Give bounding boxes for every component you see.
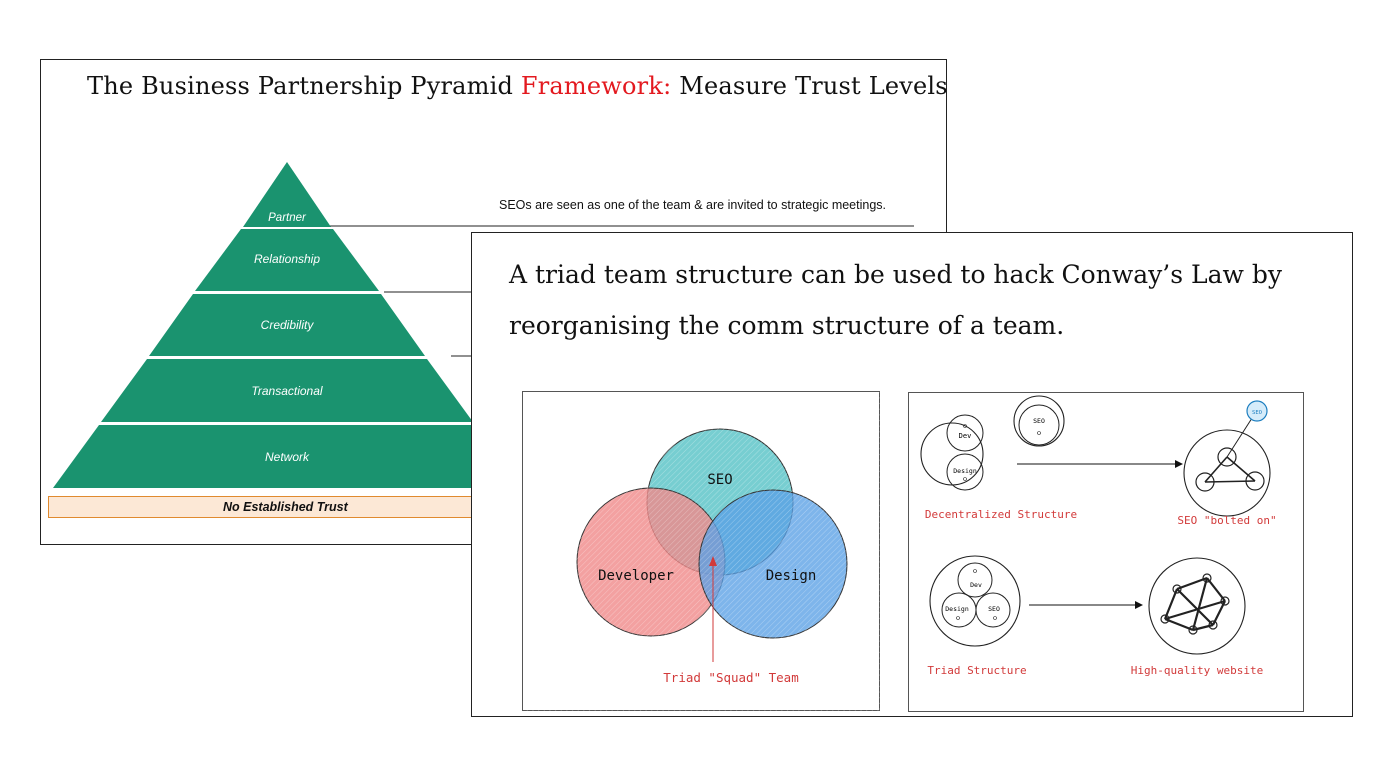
level-label-partner: Partner bbox=[268, 212, 307, 224]
triad-structure: Dev Design SEO bbox=[929, 555, 1021, 647]
triad-seo-label: SEO bbox=[988, 605, 1000, 613]
arrow-decentralized-head bbox=[1175, 460, 1183, 468]
partner-description: SEOs are seen as one of the team & are i… bbox=[499, 198, 887, 212]
structures-panel: Dev Design SEO SEO bbox=[908, 392, 1304, 712]
pyramid-slide-title: The Business Partnership Pyramid Framewo… bbox=[87, 72, 947, 100]
bolted-seo-label: SEO bbox=[1252, 410, 1262, 416]
bolted-network: SEO bbox=[1183, 400, 1271, 517]
decentralized-structure: Dev Design SEO bbox=[920, 395, 1065, 491]
dec-dev-label: Dev bbox=[959, 432, 972, 440]
title-accent: Framework: bbox=[520, 72, 672, 100]
structures-diagram: Dev Design SEO SEO bbox=[920, 395, 1277, 677]
title-line-2: reorganising the comm structure of a tea… bbox=[509, 311, 1065, 340]
triad-dev-label: Dev bbox=[970, 581, 982, 589]
dec-design-label: Design bbox=[953, 467, 977, 475]
venn-caption: Triad "Squad" Team bbox=[663, 670, 798, 685]
venn-label-seo: SEO bbox=[707, 472, 732, 488]
pyramid-diagram: Partner Relationship Credibility Transac… bbox=[53, 162, 914, 488]
venn-circle-design bbox=[698, 489, 848, 639]
pyramid-tier-partner bbox=[243, 162, 331, 227]
venn-panel: SEO Developer Design Triad "Squad" Team bbox=[522, 391, 881, 712]
pyramid-tier-credibility bbox=[149, 294, 425, 356]
pyramid-tier-transactional bbox=[101, 359, 473, 422]
title-line-1: A triad team structure can be used to ha… bbox=[509, 260, 1282, 289]
quality-network bbox=[1148, 557, 1246, 655]
caption-arrowhead bbox=[709, 556, 717, 566]
pyramid-tier-relationship bbox=[195, 229, 379, 291]
triad-slide: A triad team structure can be used to ha… bbox=[471, 232, 1353, 717]
triad-slide-title: A triad team structure can be used to ha… bbox=[509, 249, 1329, 351]
website-label: High-quality website bbox=[1131, 664, 1263, 677]
pyramid-tier-network bbox=[53, 425, 521, 488]
venn-diagram: SEO Developer Design Triad "Squad" Team bbox=[523, 392, 881, 712]
arrow-triad-head bbox=[1135, 601, 1143, 609]
level-label-network: Network bbox=[265, 450, 310, 464]
dec-seo-label: SEO bbox=[1033, 417, 1045, 425]
no-trust-label: No Established Trust bbox=[223, 500, 348, 514]
venn-label-design: Design bbox=[766, 568, 817, 584]
venn-label-developer: Developer bbox=[598, 568, 674, 584]
title-pre: The Business Partnership Pyramid bbox=[87, 72, 521, 100]
title-post: Measure Trust Levels bbox=[671, 72, 947, 100]
bolted-label: SEO "bolted on" bbox=[1177, 514, 1276, 527]
triad-structure-label: Triad Structure bbox=[927, 664, 1026, 677]
decentralized-label: Decentralized Structure bbox=[925, 508, 1077, 521]
level-label-relationship: Relationship bbox=[254, 252, 320, 266]
level-label-credibility: Credibility bbox=[261, 318, 315, 332]
level-label-transactional: Transactional bbox=[251, 384, 322, 398]
triad-design-label: Design bbox=[945, 605, 969, 613]
